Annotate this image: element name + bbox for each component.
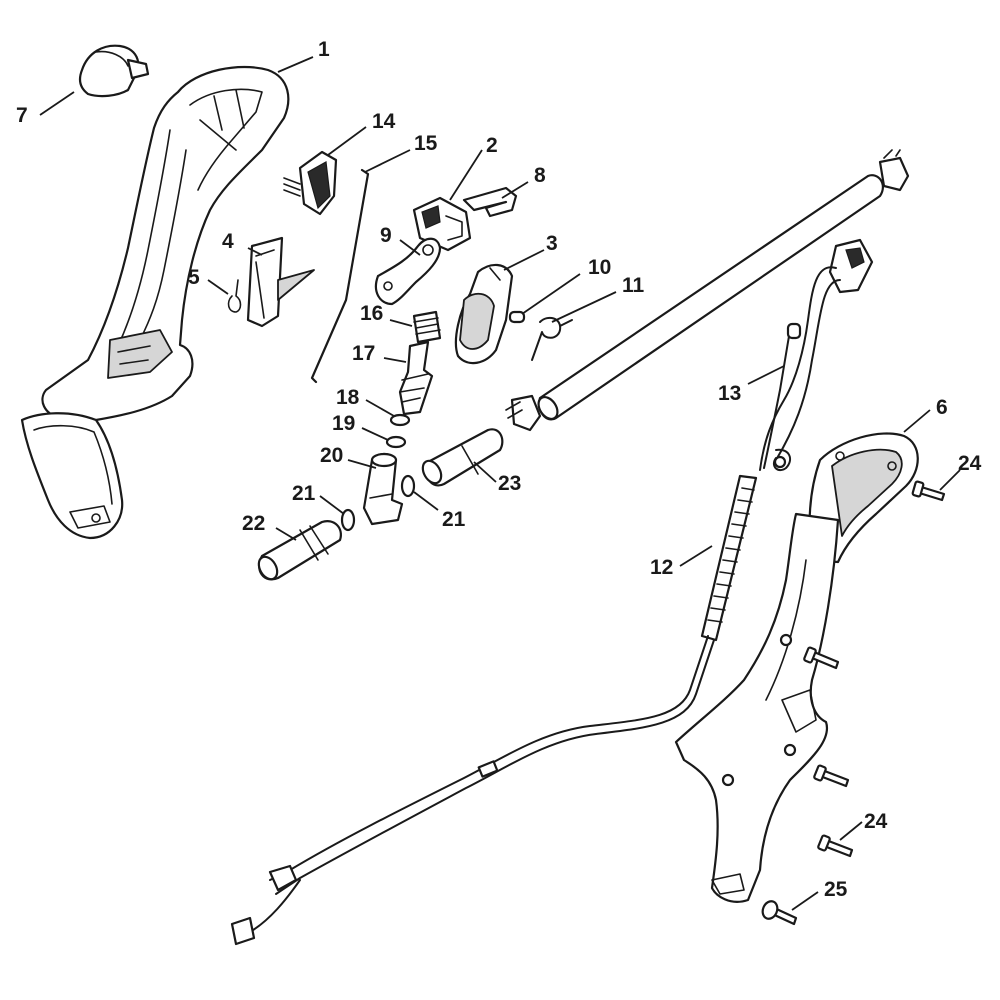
leader-lines [39,56,961,911]
part-15-throttle-rod [310,168,370,384]
callout-13: 13 [718,382,741,405]
screw-middle-1 [803,646,840,670]
part-16-spring [412,310,442,344]
part-11-torsion-spring [531,316,573,361]
part-21-o-ring-right [400,474,416,498]
callout-22: 22 [242,512,265,535]
part-24-screw-top [911,480,946,502]
part-10-pin [508,310,526,324]
part-4-lever [246,236,315,328]
callout-21-left: 21 [292,482,316,505]
part-7-cap [78,44,150,98]
part-14-switch [283,150,338,216]
part-6-handle-housing-right [674,432,919,903]
part-13-wiring-harness [759,238,874,472]
callout-6: 6 [936,396,948,419]
screw-middle-2 [813,764,850,788]
part-22-adapter [257,520,342,581]
callout-3: 3 [546,232,558,255]
part-9-lever-arm [374,237,442,306]
callout-18: 18 [336,386,360,409]
part-17-valve-stem [398,340,434,416]
callout-17: 17 [352,342,375,365]
part-2-throttle-block [412,196,472,252]
callout-11: 11 [622,274,645,297]
callout-21-right: 21 [442,508,466,531]
callout-25: 25 [824,878,848,901]
callout-24-top: 24 [958,452,982,475]
callout-9: 9 [380,224,392,247]
callout-24-bottom: 24 [864,810,888,833]
callout-labels: 1 2 3 4 5 6 7 8 9 10 11 12 13 14 15 16 1… [16,38,982,901]
callout-15: 15 [414,132,438,155]
callout-14: 14 [372,110,396,133]
part-12-cable-spring [230,474,758,946]
callout-20: 20 [320,444,343,467]
callout-10: 10 [588,256,611,279]
part-21-o-ring-left [340,508,356,532]
callout-5: 5 [188,266,200,289]
part-20-elbow-fitting [362,452,404,526]
callout-2: 2 [486,134,498,157]
callout-8: 8 [534,164,546,187]
part-1-handle-housing-left [20,65,290,540]
part-25-screw [761,900,798,926]
callout-7: 7 [16,104,28,127]
part-3-trigger [454,263,514,365]
part-8-wire-bracket [462,186,518,218]
tube-assembly [505,149,910,432]
part-18-o-ring [389,413,411,427]
callout-1: 1 [318,38,330,61]
part-24-screw-bottom [817,834,854,858]
callout-16: 16 [360,302,383,325]
callout-12: 12 [650,556,673,579]
callout-19: 19 [332,412,355,435]
part-23-adapter [421,428,504,487]
part-5-spring-clip [227,279,242,313]
part-19-o-ring [385,435,407,449]
callout-4: 4 [222,230,234,253]
callout-23: 23 [498,472,521,495]
